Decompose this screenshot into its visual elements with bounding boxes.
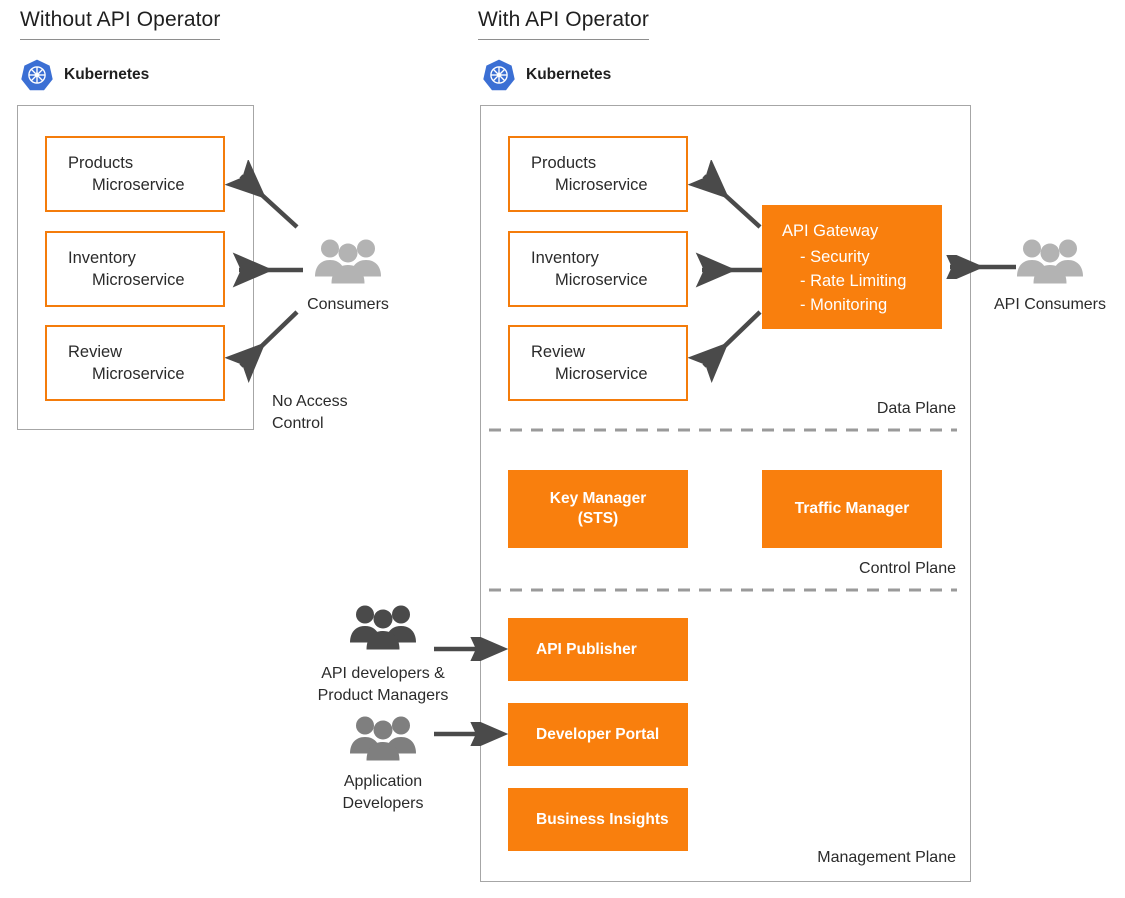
api-consumers-arrow bbox=[943, 255, 1016, 279]
microservice-name: Review bbox=[531, 342, 586, 361]
left-consumer-arrows bbox=[225, 160, 303, 384]
api-publisher-box[interactable]: API Publisher bbox=[508, 618, 688, 681]
people-group-icon bbox=[347, 713, 419, 765]
no-access-note-line2: Control bbox=[272, 415, 324, 432]
microservice-kind: Microservice bbox=[92, 176, 185, 194]
left-section-title-wrap: Without API Operator bbox=[20, 8, 221, 40]
people-group-icon bbox=[347, 602, 419, 654]
microservice-box-review[interactable]: Review Microservice bbox=[508, 325, 688, 401]
microservice-name: Review bbox=[68, 342, 123, 361]
application-developers-label-line1: Application bbox=[343, 773, 423, 790]
microservice-kind: Microservice bbox=[555, 271, 648, 289]
microservice-kind: Microservice bbox=[555, 365, 648, 383]
arrow-gateway-to-review bbox=[688, 310, 762, 384]
microservice-name: Inventory bbox=[68, 248, 136, 267]
microservice-box-inventory[interactable]: Inventory Microservice bbox=[45, 231, 225, 307]
right-section-title: With API Operator bbox=[478, 8, 649, 40]
microservice-name: Inventory bbox=[531, 248, 599, 267]
right-section-title-wrap: With API Operator bbox=[478, 8, 649, 40]
application-developers-arrow bbox=[434, 722, 509, 746]
api-gateway-feature-rate-limiting: - Rate Limiting bbox=[800, 272, 907, 291]
application-developers-label-line2: Developers bbox=[342, 795, 424, 812]
api-consumers-icon-wrap bbox=[1014, 236, 1086, 288]
people-group-icon bbox=[312, 236, 384, 288]
data-plane-label: Data Plane bbox=[876, 400, 956, 417]
api-gateway-feature-security: - Security bbox=[800, 248, 870, 267]
left-kubernetes-badge: Kubernetes bbox=[20, 58, 149, 92]
key-manager-label: Key Manager (STS) bbox=[550, 489, 646, 529]
kubernetes-label: Kubernetes bbox=[526, 66, 612, 83]
business-insights-box[interactable]: Business Insights bbox=[508, 788, 688, 851]
gateway-arrows bbox=[688, 160, 766, 384]
microservice-box-review[interactable]: Review Microservice bbox=[45, 325, 225, 401]
arrow-to-products bbox=[225, 160, 299, 229]
business-insights-label: Business Insights bbox=[536, 810, 669, 828]
api-developers-icon-wrap bbox=[347, 602, 419, 654]
api-gateway-title: API Gateway bbox=[782, 222, 879, 240]
api-developers-arrow bbox=[434, 637, 509, 661]
api-publisher-label: API Publisher bbox=[536, 640, 637, 658]
microservice-kind: Microservice bbox=[92, 365, 185, 383]
api-gateway-feature-monitoring: - Monitoring bbox=[800, 296, 888, 315]
microservice-name: Products bbox=[68, 153, 134, 172]
arrow-to-review bbox=[225, 310, 299, 384]
control-plane-label: Control Plane bbox=[859, 560, 956, 577]
kubernetes-logo bbox=[20, 58, 54, 92]
kubernetes-label: Kubernetes bbox=[64, 66, 150, 83]
people-group-icon bbox=[1014, 236, 1086, 288]
key-manager-line2: (STS) bbox=[577, 510, 619, 527]
developer-portal-label: Developer Portal bbox=[536, 725, 660, 743]
data-plane-divider bbox=[489, 428, 957, 432]
microservice-box-inventory[interactable]: Inventory Microservice bbox=[508, 231, 688, 307]
kubernetes-logo bbox=[482, 58, 516, 92]
key-manager-box[interactable]: Key Manager (STS) bbox=[508, 470, 688, 548]
microservice-name: Products bbox=[531, 153, 597, 172]
arrow-gateway-to-products bbox=[688, 160, 762, 229]
right-kubernetes-badge: Kubernetes bbox=[482, 58, 611, 92]
microservice-kind: Microservice bbox=[92, 271, 185, 289]
api-developers-label-line1: API developers & bbox=[321, 665, 445, 682]
microservice-box-products[interactable]: Products Microservice bbox=[45, 136, 225, 212]
microservice-box-products[interactable]: Products Microservice bbox=[508, 136, 688, 212]
api-developers-label-line2: Product Managers bbox=[317, 687, 449, 704]
microservice-kind: Microservice bbox=[555, 176, 648, 194]
traffic-manager-box[interactable]: Traffic Manager bbox=[762, 470, 942, 548]
api-consumers-label: API Consumers bbox=[993, 296, 1107, 313]
control-plane-divider bbox=[489, 588, 957, 592]
consumers-label: Consumers bbox=[307, 296, 389, 313]
left-section-title: Without API Operator bbox=[20, 8, 221, 40]
api-gateway-box[interactable]: API Gateway - Security - Rate Limiting -… bbox=[762, 205, 942, 329]
no-access-note-line1: No Access bbox=[272, 393, 348, 410]
management-plane-label: Management Plane bbox=[817, 849, 956, 866]
key-manager-line1: Key Manager bbox=[549, 490, 647, 508]
traffic-manager-label: Traffic Manager bbox=[794, 500, 910, 518]
application-developers-icon-wrap bbox=[347, 713, 419, 765]
developer-portal-box[interactable]: Developer Portal bbox=[508, 703, 688, 766]
consumers-icon-wrap bbox=[312, 236, 384, 288]
